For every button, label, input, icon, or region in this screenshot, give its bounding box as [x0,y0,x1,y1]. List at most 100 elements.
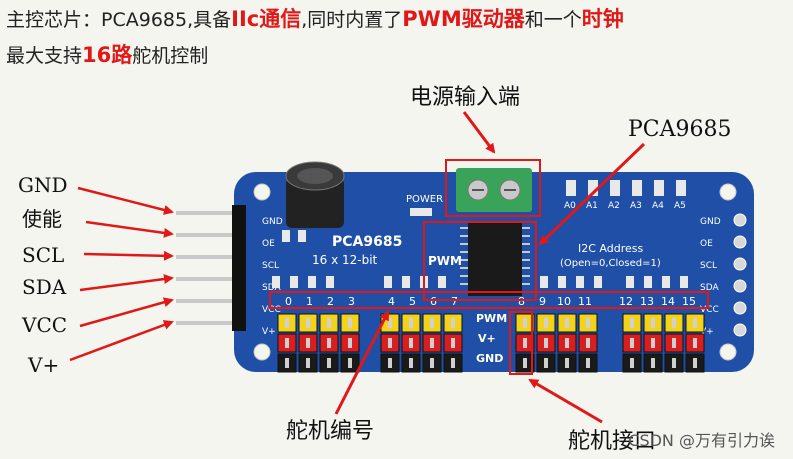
channel-number: 12 [619,295,633,308]
side-right-label: SDA [700,283,719,293]
arrow-power-input [462,111,496,154]
address-jumpers [566,180,686,196]
servo-header-pin-metal [544,318,548,328]
headline-line-1: 主控芯片：PCA9685,具备IIc通信,同时内置了PWM驱动器和一个时钟 [6,6,624,33]
address-label: A1 [586,201,598,211]
side-left-label: SCL [262,261,279,271]
address-label: A2 [608,201,620,211]
right-side-pads [733,213,747,337]
side-left-label: OE [262,239,275,249]
pin-label-vplus: V+ [27,353,59,377]
highlight-servo-port [509,311,533,375]
headline-segment: 舵机控制 [132,45,209,67]
side-right-label: SCL [700,261,717,271]
servo-header-pin-metal [565,338,569,348]
screw-terminal [456,168,532,212]
pin-arrows [69,186,174,362]
servo-header-pin-metal [544,338,548,348]
mount-hole-top-left [253,183,271,201]
watermark: CSDN @万有引力诶 [628,431,775,450]
headline-segment: 16路 [82,43,133,67]
channel-number: 7 [451,295,458,308]
headline-segment: 最大支持 [6,45,83,67]
address-label: A3 [630,201,642,211]
servo-header-pin-metal [285,338,289,348]
address-label: A5 [674,201,686,211]
headline-segment: PCA9685 [101,9,188,31]
servo-header-pin-metal [348,318,352,328]
channel-number: 2 [327,295,334,308]
capacitor [285,161,345,228]
pin-label-scl: SCL [22,243,64,267]
servo-header-pin-metal [565,358,569,368]
servo-header-pin-metal [451,358,455,368]
headline-line-2: 最大支持16路舵机控制 [6,42,208,69]
servo-header-pin-metal [451,318,455,328]
chip-silkscreen: PCA9685 [332,234,402,250]
channel-number: 0 [285,295,292,308]
channel-number: 13 [640,295,654,308]
callout-power-input: 电源输入端 [410,85,520,110]
channel-number-row: 0 1 2 3 4 5 6 7 8 9 10 11 12 13 14 15 [285,295,696,308]
servo-header-pin-metal [672,358,676,368]
servo-header-pin-metal [327,318,331,328]
servo-header-pin-metal [651,358,655,368]
servo-header-pin-metal [306,358,310,368]
channel-number: 11 [578,295,592,308]
channel-number: 10 [557,295,571,308]
servo-header-array [277,313,705,373]
servo-header-pin-metal [388,318,392,328]
headline-segment: 时钟 [581,7,624,31]
side-left-label: GND [262,217,283,227]
channel-number: 15 [682,295,696,308]
callout-chip: PCA9685 [628,117,732,142]
servo-header-pin-metal [630,358,634,368]
channel-number: 4 [388,295,395,308]
chip-sub-silkscreen: 16 x 12-bit [312,253,378,267]
servo-header-pin-metal [409,318,413,328]
pwm-chip-label: PWM [428,254,462,268]
servo-header-pin-metal [348,358,352,368]
servo-header-pin-metal [327,358,331,368]
servo-header-pin-metal [348,338,352,348]
highlight-boxes [269,159,709,375]
address-label: A4 [652,201,664,211]
pin-label-vcc: VCC [21,313,67,337]
callout-servo-port: 舵机接口 [568,429,656,454]
servo-header-pin-metal [409,358,413,368]
servo-header-pin-metal [693,318,697,328]
servo-header-pin-metal [285,358,289,368]
headline-segment: PWM驱动器 [402,7,525,31]
side-right-label: OE [700,239,713,249]
servo-header-pin-metal [388,338,392,348]
servo-header-pin-metal [430,338,434,348]
servo-header-pin-metal [430,318,434,328]
channel-number: 6 [430,295,437,308]
mount-hole-top-right [719,183,737,201]
headline-segment: 和一个 [524,9,582,31]
servo-header-pin-metal [451,338,455,348]
servo-header-pin-metal [523,318,527,328]
rail-label-pwm: PWM [476,312,507,325]
mount-hole-bottom-right [719,343,737,361]
servo-header-pin-metal [586,338,590,348]
side-right-label: V+ [700,327,714,337]
servo-header-pin-metal [523,358,527,368]
servo-header-pin-metal [630,338,634,348]
servo-header-pin-metal [523,338,527,348]
power-label: POWER [406,194,443,205]
servo-header-pin-metal [285,318,289,328]
channel-number: 14 [661,295,675,308]
side-right-label: GND [700,217,721,227]
i2c-address-sub: (Open=0,Closed=1) [560,258,661,269]
headline-segment: 主控芯片： [6,9,102,31]
power-led [410,208,432,216]
servo-header-pin-metal [672,318,676,328]
servo-header-pin-metal [693,338,697,348]
servo-header-pin-metal [306,318,310,328]
pin-label-enable: 使能 [22,207,62,231]
servo-header-pin-metal [586,318,590,328]
servo-header-pin-metal [306,338,310,348]
headline-segment: IIc通信 [231,7,302,31]
